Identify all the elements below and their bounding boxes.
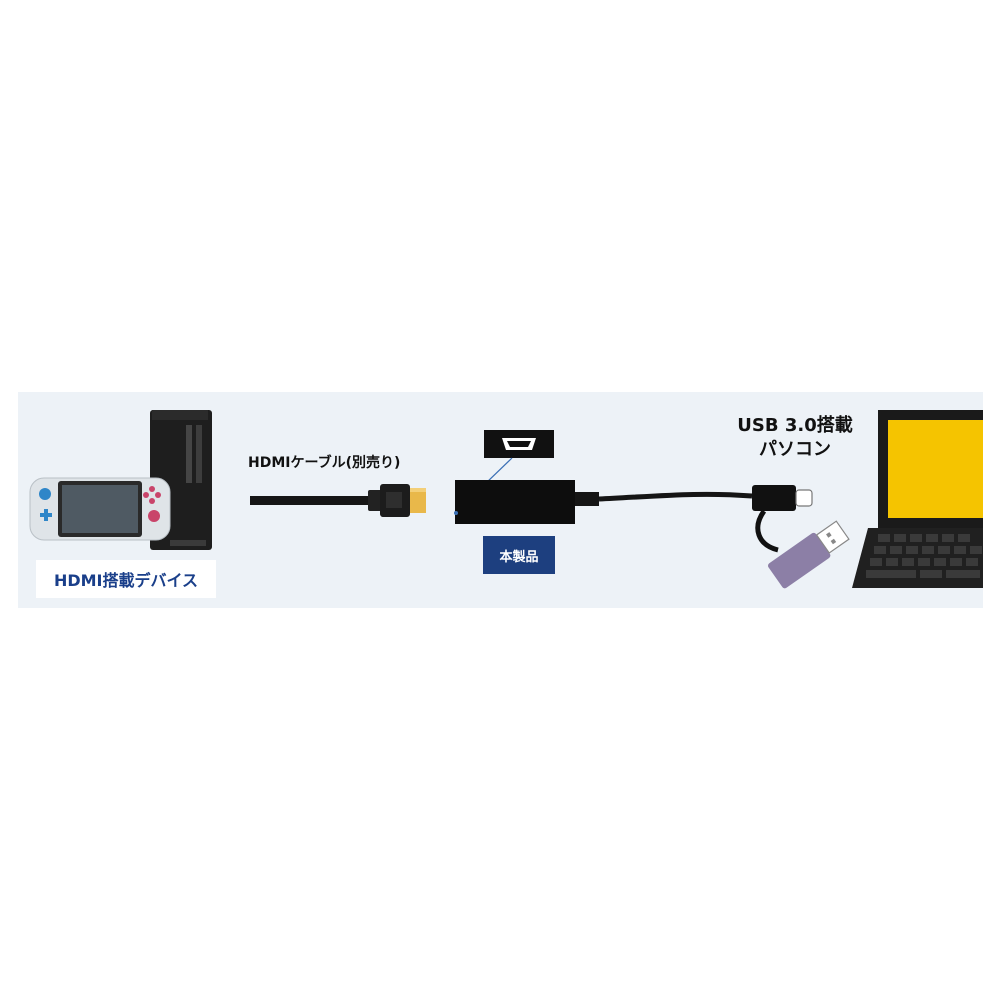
- usb-pc-label: USB 3.0搭載 パソコン: [712, 414, 878, 462]
- hdmi-cable-label: HDMIケーブル(別売り): [248, 455, 401, 471]
- usb-pc-label-line1: USB 3.0搭載: [737, 415, 853, 436]
- hdmi-device-badge: HDMI搭載デバイス: [36, 560, 216, 598]
- capture-adapter-illustration: [454, 480, 753, 524]
- usb-pc-label-line2: パソコン: [759, 439, 831, 460]
- usb-plug-illustration: [752, 485, 850, 589]
- hdmi-cable-illustration: [250, 484, 426, 517]
- handheld-console-illustration: [29, 477, 171, 541]
- laptop-illustration: [852, 410, 983, 588]
- product-badge: 本製品: [483, 536, 555, 574]
